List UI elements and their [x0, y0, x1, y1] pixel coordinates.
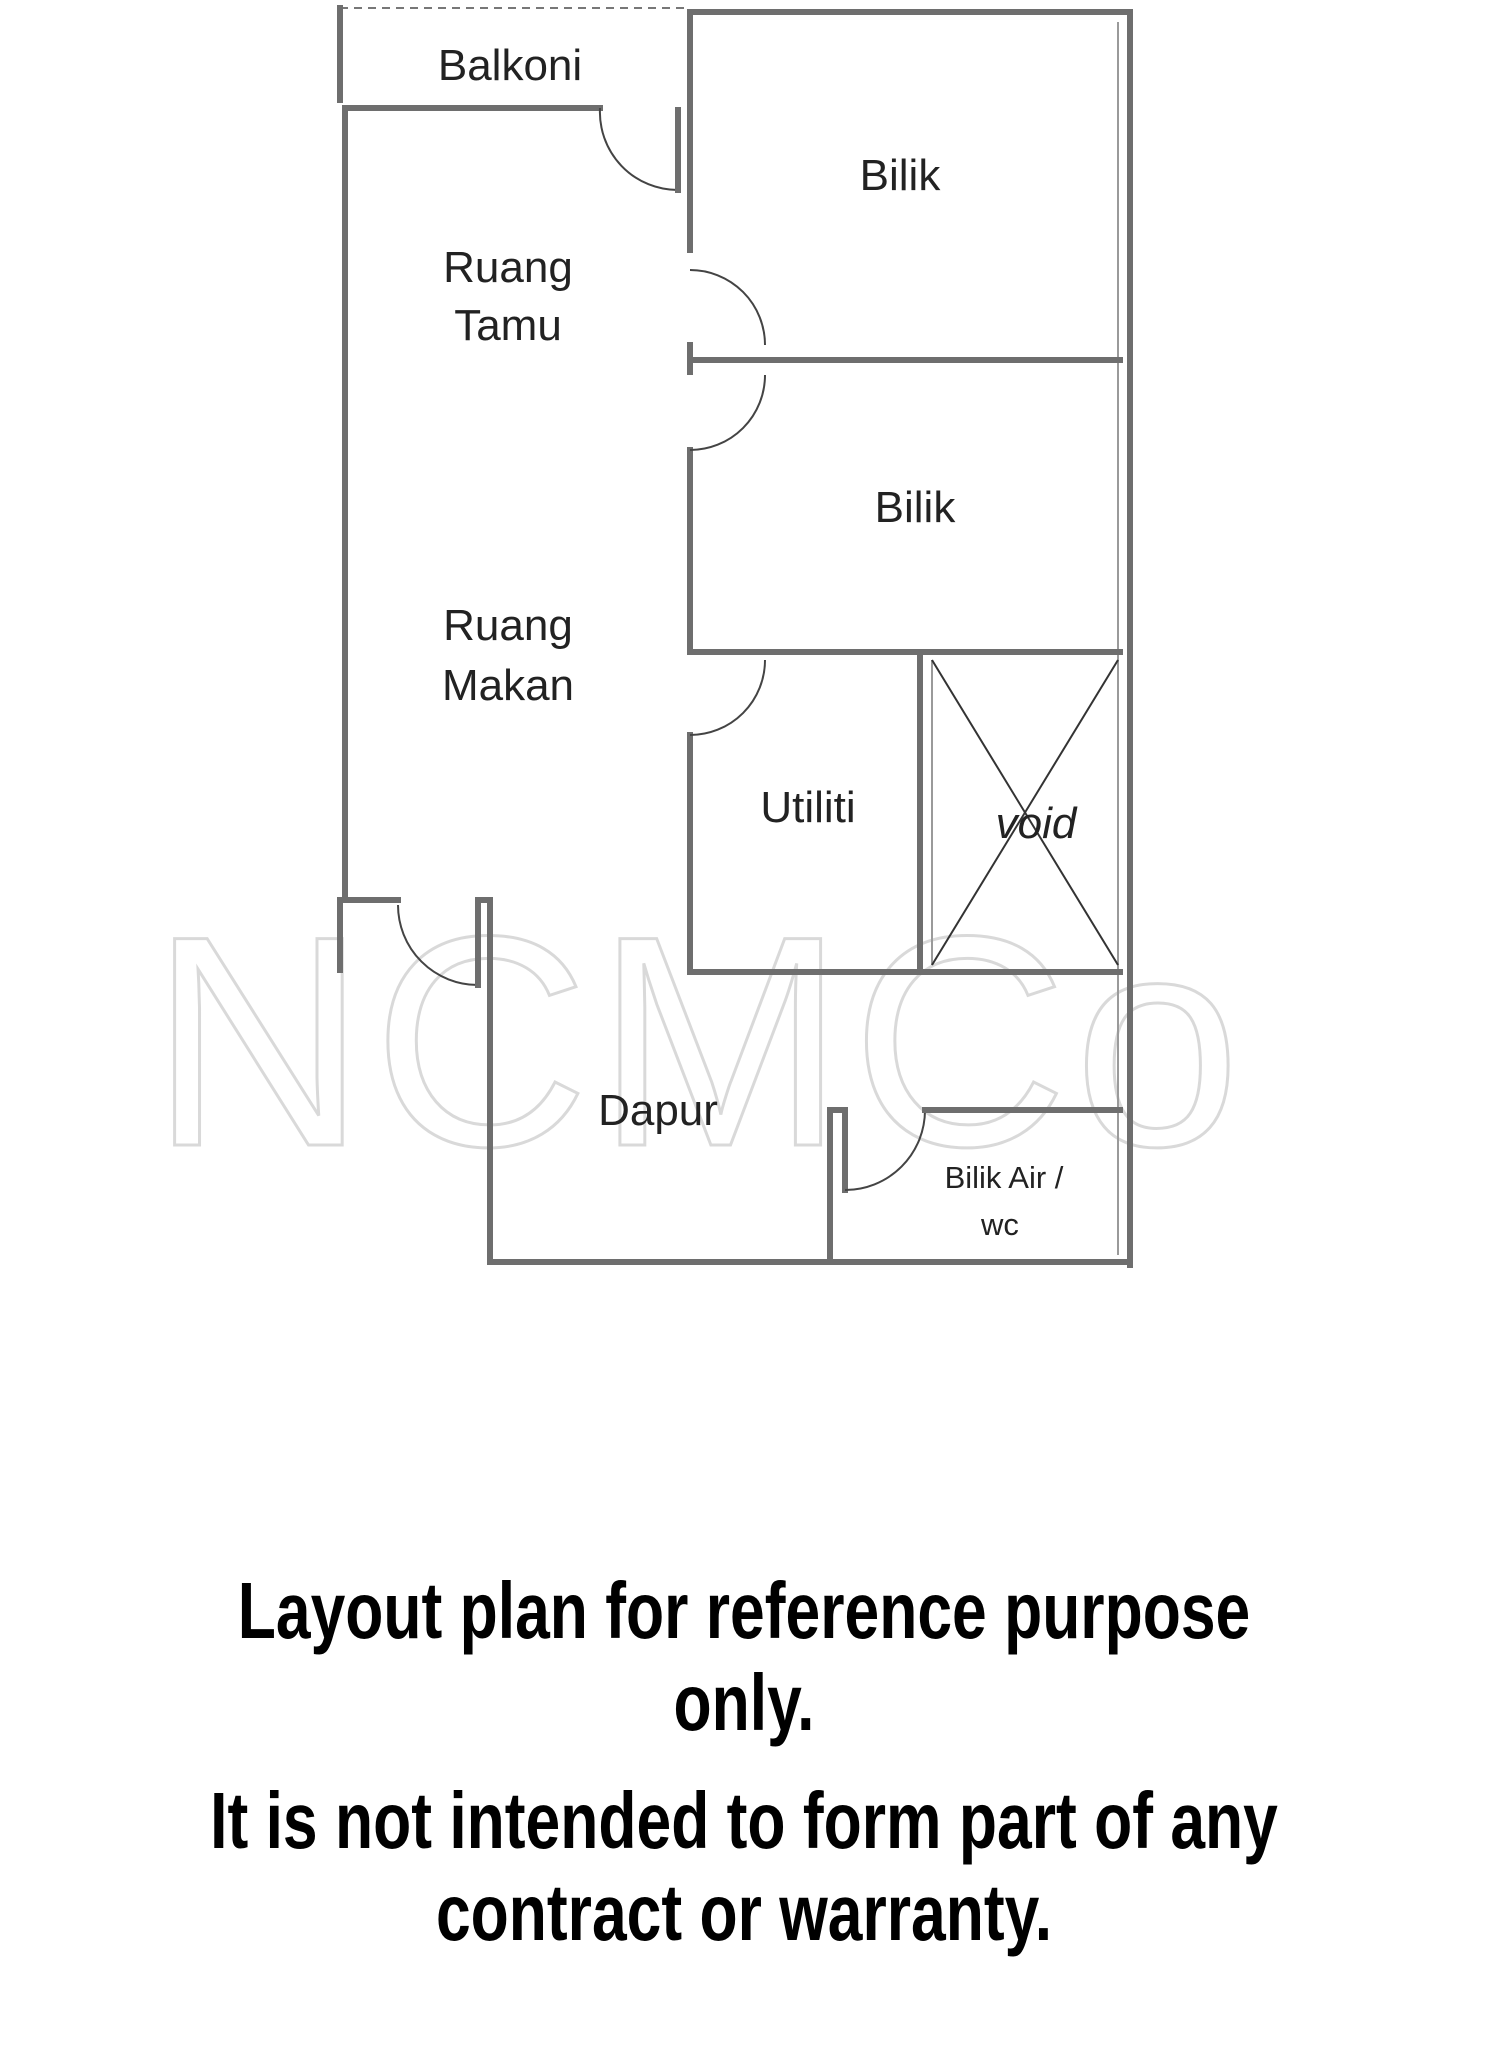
- room-label-bilik-air-2: wc: [980, 1207, 1019, 1242]
- door-swing: [689, 269, 766, 346]
- room-label-ruang-makan-2: Makan: [442, 661, 574, 710]
- room-label-dapur: Dapur: [598, 1086, 718, 1135]
- disclaimer-line-2: It is not intended to form part of any c…: [210, 1776, 1278, 1957]
- void-cross: [931, 659, 1119, 966]
- room-label-balkoni: Balkoni: [438, 41, 582, 90]
- door-swing: [844, 1109, 926, 1191]
- room-label-ruang-tamu-2: Tamu: [454, 301, 562, 350]
- door-swing: [598, 107, 679, 192]
- disclaimer-line-1: Layout plan for reference purpose only.: [237, 1566, 1251, 1747]
- door-swing: [689, 659, 766, 736]
- room-label-void: void: [996, 799, 1078, 848]
- watermark: NCMCo: [150, 873, 1247, 1209]
- room-label-bilik-1: Bilik: [860, 151, 942, 200]
- floor-plan: NCMCo Balkoni Bilik Ruang Tamu Bil: [149, 5, 1247, 1268]
- door-swing: [689, 374, 766, 451]
- room-label-ruang-tamu-1: Ruang: [443, 243, 573, 292]
- room-label-bilik-2: Bilik: [875, 483, 957, 532]
- door-swing: [397, 904, 479, 986]
- room-label-bilik-air-1: Bilik Air /: [945, 1160, 1064, 1195]
- room-label-utiliti: Utiliti: [760, 783, 855, 832]
- room-label-ruang-makan-1: Ruang: [443, 601, 573, 650]
